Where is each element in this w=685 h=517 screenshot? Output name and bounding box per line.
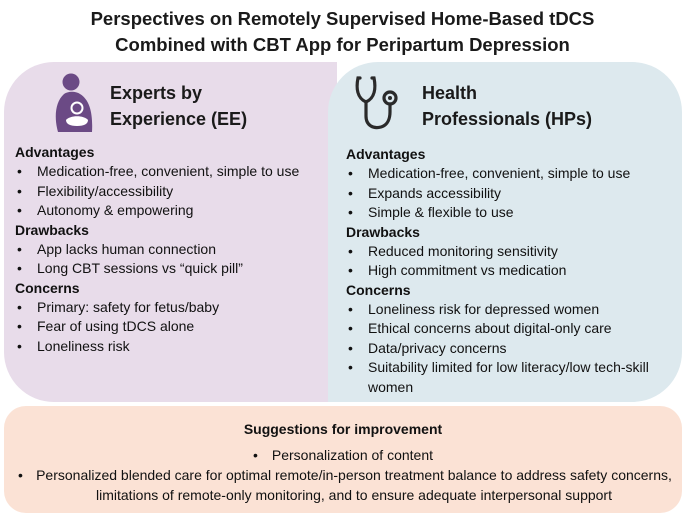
suggestions-list: •Personalization of content •Personalize… [4,445,682,505]
list-item: Data/privacy concerns [346,339,678,359]
list-item: Long CBT sessions vs “quick pill” [15,259,333,279]
title-line-2: Combined with CBT App for Peripartum Dep… [115,34,570,55]
professionals-advantages-list: Medication-free, convenient, simple to u… [346,164,678,223]
list-item: App lacks human connection [15,240,333,260]
experts-heading: Experts by Experience (EE) [52,72,247,139]
list-item: High commitment vs medication [346,261,678,281]
list-item: Primary: safety for fetus/baby [15,298,333,318]
professionals-advantages-heading: Advantages [346,146,426,162]
list-item: Loneliness risk [15,337,333,357]
list-item: Medication-free, convenient, simple to u… [15,162,333,182]
list-item: Flexibility/accessibility [15,182,333,202]
suggestion-text: Personalized blended care for optimal re… [36,467,672,503]
experts-advantages-heading: Advantages [15,144,95,160]
list-item: Autonomy & empowering [15,201,333,221]
list-item: Reduced monitoring sensitivity [346,242,678,262]
professionals-heading-line-1: Health [422,82,478,103]
list-item: Suitability limited for low literacy/low… [346,358,678,397]
list-item: Ethical concerns about digital-only care [346,319,678,339]
experts-concerns-heading: Concerns [15,279,80,296]
professionals-concerns-list: Loneliness risk for depressed women Ethi… [346,300,678,398]
list-item: Loneliness risk for depressed women [346,300,678,320]
suggestions-heading: Suggestions for improvement [243,421,443,437]
professionals-content: Advantages Medication-free, convenient, … [346,145,678,397]
list-item: Expands accessibility [346,184,678,204]
experts-content: Advantages Medication-free, convenient, … [15,143,333,356]
mother-baby-icon [52,72,96,139]
experts-heading-line-2: Experience (EE) [110,108,248,129]
professionals-heading-line-2: Professionals (HPs) [422,108,593,129]
experts-heading-line-1: Experts by [110,82,203,103]
professionals-heading: Health Professionals (HPs) [354,74,592,137]
list-item: Fear of using tDCS alone [15,317,333,337]
suggestion-text: Personalization of content [271,447,433,463]
title-line-1: Perspectives on Remotely Supervised Home… [90,8,595,29]
stethoscope-icon [354,74,404,137]
professionals-concerns-heading: Concerns [346,281,411,298]
experts-advantages-list: Medication-free, convenient, simple to u… [15,162,333,221]
professionals-drawbacks-list: Reduced monitoring sensitivity High comm… [346,242,678,281]
experts-concerns-list: Primary: safety for fetus/baby Fear of u… [15,298,333,357]
list-item: Medication-free, convenient, simple to u… [346,164,678,184]
diagram-title: Perspectives on Remotely Supervised Home… [0,6,685,58]
list-item: •Personalized blended care for optimal r… [18,467,672,503]
experts-drawbacks-list: App lacks human connection Long CBT sess… [15,240,333,279]
professionals-drawbacks-heading: Drawbacks [346,223,420,240]
list-item: Simple & flexible to use [346,203,678,223]
list-item: •Personalization of content [252,447,433,463]
suggestions-panel: Suggestions for improvement •Personaliza… [4,406,682,513]
experts-drawbacks-heading: Drawbacks [15,221,89,238]
